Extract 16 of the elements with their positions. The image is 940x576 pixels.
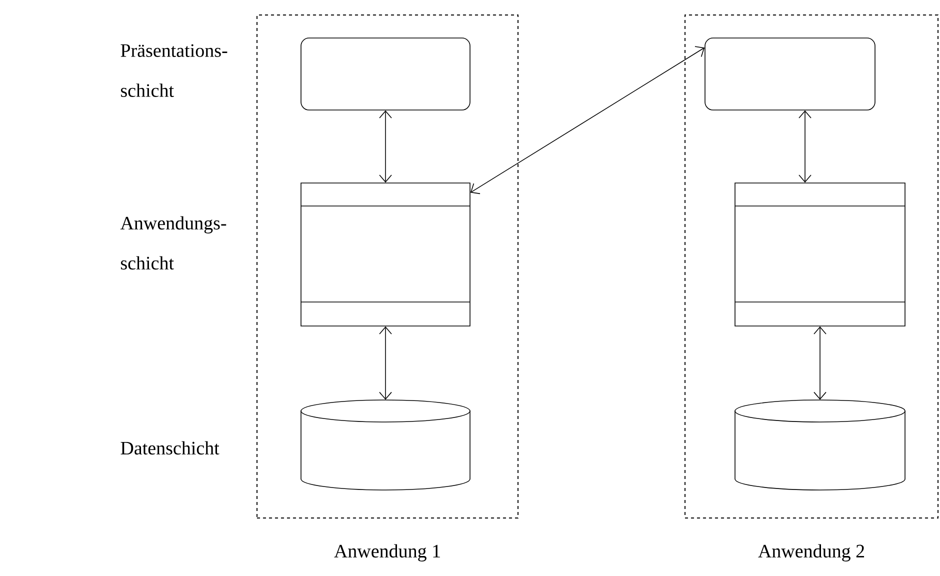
arrow bbox=[814, 326, 826, 400]
database-cylinder bbox=[300, 400, 470, 490]
application-label: Anwendung 1 bbox=[334, 544, 440, 562]
arrow bbox=[379, 326, 392, 400]
presentation-box bbox=[704, 38, 876, 110]
arrow bbox=[470, 46, 705, 194]
presentation-box bbox=[300, 38, 470, 110]
application-box bbox=[300, 182, 470, 326]
arrow bbox=[379, 110, 392, 183]
layer-label: Datenschicht bbox=[120, 441, 220, 455]
database-cylinder bbox=[734, 400, 906, 490]
arrow bbox=[798, 110, 812, 183]
application-label: Anwendung 2 bbox=[758, 544, 864, 562]
layer-label: Präsentations- schicht bbox=[120, 44, 228, 97]
layer-label: Anwendungs- schicht bbox=[120, 216, 226, 270]
application-box bbox=[734, 182, 906, 326]
